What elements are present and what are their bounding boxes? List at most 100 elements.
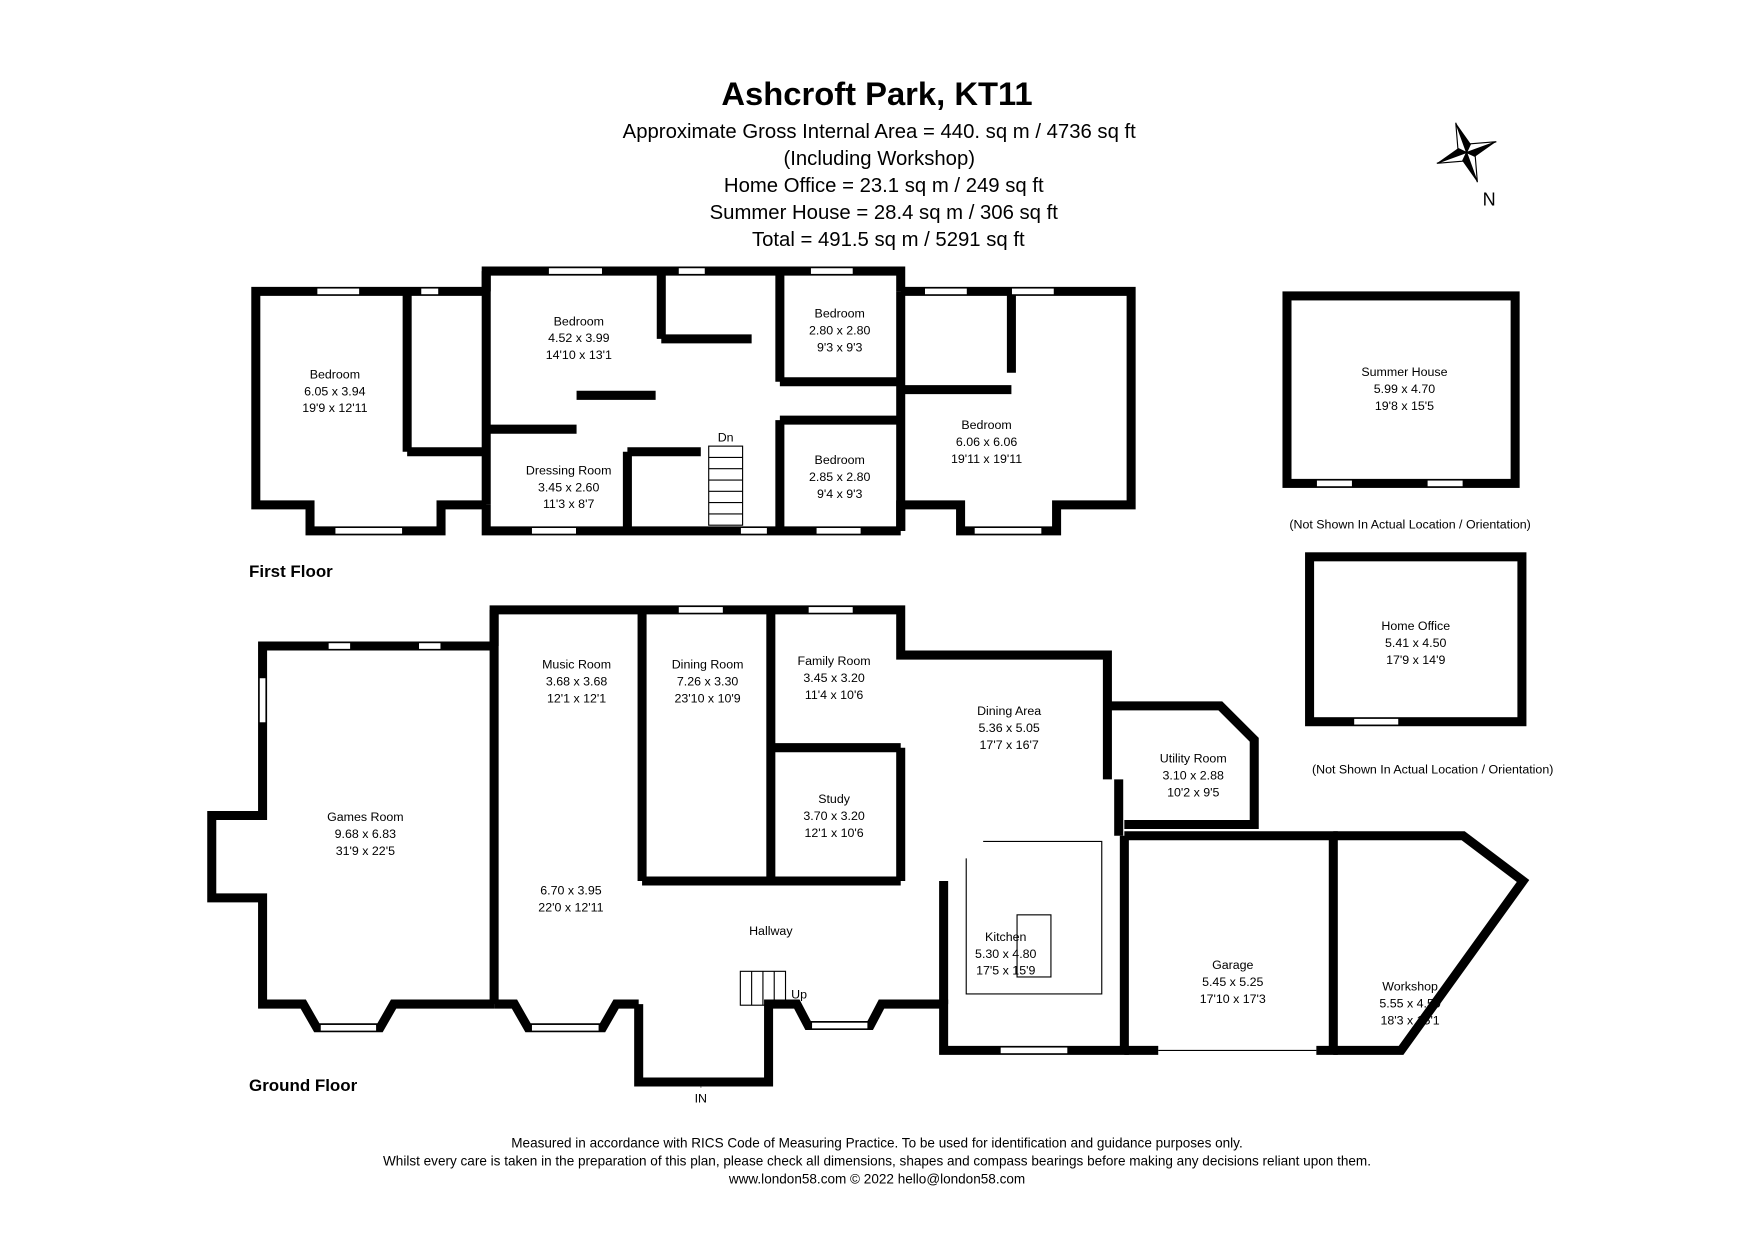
summer-house-note: (Not Shown In Actual Location / Orientat… <box>1289 518 1530 532</box>
room-label: Bedroom 2.80 x 2.80 9'3 x 9'3 <box>809 306 870 354</box>
room-label: Dining Area 5.36 x 5.05 17'7 x 16'7 <box>977 704 1041 752</box>
room-metric: 4.52 x 3.99 <box>548 331 609 345</box>
room-name: Summer House <box>1361 365 1447 379</box>
room-imperial: 17'7 x 16'7 <box>980 738 1039 752</box>
room-label: Games Room 9.68 x 6.83 31'9 x 22'5 <box>327 810 404 858</box>
room-label: Workshop 5.55 x 4.50 18'3 x 15'1 <box>1379 980 1440 1028</box>
room-imperial: 31'9 x 22'5 <box>336 844 395 858</box>
room-imperial: 12'1 x 10'6 <box>804 826 863 840</box>
room-name: Dressing Room <box>526 463 612 477</box>
room-label: Dressing Room 3.45 x 2.60 11'3 x 8'7 <box>526 463 612 511</box>
room-imperial: 19'11 x 19'11 <box>951 452 1022 466</box>
room-imperial: 19'8 x 15'5 <box>1375 399 1434 413</box>
plan-title: Ashcroft Park, KT11 <box>721 75 1032 112</box>
room-imperial: 22'0 x 12'11 <box>538 900 603 914</box>
footer-disclaimer: Measured in accordance with RICS Code of… <box>511 1136 1242 1151</box>
room-name: Games Room <box>327 810 404 824</box>
room-name: Music Room <box>542 658 611 672</box>
room-imperial: 10'2 x 9'5 <box>1167 785 1219 799</box>
first-floor-plan: Dn <box>251 266 1136 536</box>
stairs-up-label: Up <box>791 987 807 1001</box>
first-floor-label: First Floor <box>249 562 333 581</box>
kitchen-island <box>965 840 1103 995</box>
room-metric: 3.45 x 2.60 <box>538 480 599 494</box>
room-label: Dining Room 7.26 x 3.30 23'10 x 10'9 <box>672 658 744 706</box>
area-line: (Including Workshop) <box>783 148 975 170</box>
room-label: Bedroom 6.06 x 6.06 19'11 x 19'11 <box>951 418 1022 466</box>
room-imperial: 11'3 x 8'7 <box>543 497 595 511</box>
area-line: Home Office = 23.1 sq m / 249 sq ft <box>724 175 1044 197</box>
room-imperial: 17'5 x 15'9 <box>976 964 1035 978</box>
room-imperial: 11'4 x 10'6 <box>805 688 863 702</box>
room-imperial: 14'10 x 13'1 <box>546 348 612 362</box>
room-name: Bedroom <box>310 367 360 381</box>
room-label: Utility Room 3.10 x 2.88 10'2 x 9'5 <box>1160 751 1227 799</box>
room-imperial: 17'10 x 17'3 <box>1200 992 1266 1006</box>
room-name: Hallway <box>749 924 793 938</box>
room-label: Music Room 3.68 x 3.68 12'1 x 12'1 <box>542 658 611 706</box>
compass-icon <box>1436 122 1497 183</box>
room-metric: 5.30 x 4.80 <box>975 947 1036 961</box>
footer-disclaimer: Whilst every care is taken in the prepar… <box>383 1154 1371 1169</box>
room-imperial: 23'10 x 10'9 <box>675 692 741 706</box>
area-line: Summer House = 28.4 sq m / 306 sq ft <box>710 202 1059 224</box>
room-name: Utility Room <box>1160 751 1227 765</box>
room-label: Bedroom 6.05 x 3.94 19'9 x 12'11 <box>302 367 367 415</box>
room-name: Dining Area <box>977 704 1041 718</box>
room-metric: 9.68 x 6.83 <box>335 827 396 841</box>
room-metric: 7.26 x 3.30 <box>677 675 738 689</box>
ground-floor-plan: Up ↑ IN <box>207 605 1530 1105</box>
room-metric: 6.05 x 3.94 <box>304 384 365 398</box>
stairs-down-label: Dn <box>718 431 734 445</box>
room-name: Workshop <box>1382 980 1438 994</box>
room-imperial: 19'9 x 12'11 <box>302 401 367 415</box>
area-line: Total = 491.5 sq m / 5291 sq ft <box>752 229 1025 251</box>
home-office-outline <box>1305 552 1527 727</box>
room-label: Bedroom 4.52 x 3.99 14'10 x 13'1 <box>546 314 612 362</box>
room-metric: 5.41 x 4.50 <box>1385 636 1446 650</box>
entrance-arrow-icon: ↑ <box>698 1077 704 1091</box>
room-metric: 3.68 x 3.68 <box>546 675 607 689</box>
room-name: Home Office <box>1381 619 1450 633</box>
room-imperial: 9'3 x 9'3 <box>817 340 863 354</box>
footer-contact: www.london58.com © 2022 hello@london58.c… <box>728 1172 1025 1187</box>
room-imperial: 12'1 x 12'1 <box>547 692 606 706</box>
room-name: Study <box>818 792 851 806</box>
room-label: Hallway <box>749 924 793 938</box>
room-name: Dining Room <box>672 658 744 672</box>
room-name: Family Room <box>798 654 871 668</box>
room-metric: 3.70 x 3.20 <box>803 809 864 823</box>
room-metric: 3.10 x 2.88 <box>1163 768 1224 782</box>
compass-north-label: N <box>1483 190 1496 210</box>
area-line: Approximate Gross Internal Area = 440. s… <box>623 121 1137 143</box>
room-label: 6.70 x 3.95 22'0 x 12'11 <box>538 884 603 915</box>
room-name: Bedroom <box>815 453 865 467</box>
room-metric: 6.06 x 6.06 <box>956 435 1017 449</box>
entrance-label: IN <box>695 1091 707 1105</box>
room-name: Bedroom <box>815 306 865 320</box>
room-metric: 5.99 x 4.70 <box>1374 382 1435 396</box>
room-imperial: 18'3 x 15'1 <box>1380 1013 1439 1027</box>
room-label: Kitchen 5.30 x 4.80 17'5 x 15'9 <box>975 930 1036 978</box>
room-metric: 5.55 x 4.50 <box>1379 996 1440 1010</box>
ground-floor-label: Ground Floor <box>249 1076 358 1095</box>
room-label: Home Office 5.41 x 4.50 17'9 x 14'9 <box>1381 619 1450 667</box>
home-office-note: (Not Shown In Actual Location / Orientat… <box>1312 763 1553 777</box>
room-name: Bedroom <box>961 418 1011 432</box>
room-name: Bedroom <box>554 314 604 328</box>
room-metric: 5.45 x 5.25 <box>1202 975 1263 989</box>
room-metric: 3.45 x 3.20 <box>803 671 864 685</box>
room-imperial: 9'4 x 9'3 <box>817 487 863 501</box>
room-imperial: 17'9 x 14'9 <box>1386 653 1445 667</box>
room-metric: 6.70 x 3.95 <box>540 884 601 898</box>
staircase <box>739 970 787 1006</box>
room-name: Kitchen <box>985 930 1026 944</box>
staircase <box>708 445 744 526</box>
summer-house-outline <box>1282 291 1520 488</box>
room-metric: 5.36 x 5.05 <box>978 721 1039 735</box>
room-metric: 2.80 x 2.80 <box>809 323 870 337</box>
